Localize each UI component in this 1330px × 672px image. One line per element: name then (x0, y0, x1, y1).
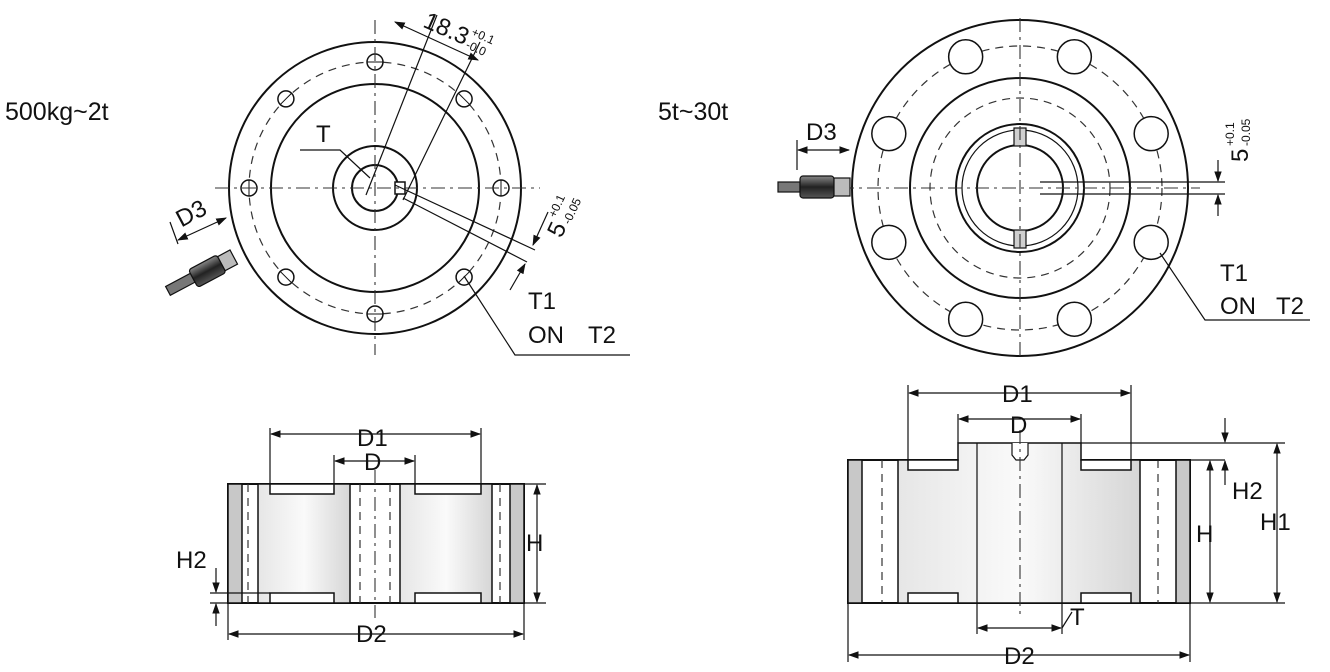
left-flange-section-left (227, 483, 243, 604)
right-flange-section-right (1175, 459, 1191, 604)
bolt-hole (947, 301, 984, 337)
svg-text:5: 5 (1227, 149, 1254, 162)
left-label-h: H (526, 530, 543, 557)
left-body-left (257, 483, 351, 604)
bolt-hole (1056, 39, 1093, 75)
left-body-right (399, 483, 493, 604)
right-cable (777, 175, 851, 199)
svg-text:-0.05: -0.05 (1239, 118, 1253, 146)
left-label-d: D (364, 449, 381, 476)
svg-text:18.3: 18.3 (419, 7, 473, 51)
left-note-t1: T1 (528, 288, 556, 315)
right-dim-5: 5 +0.1 -0.05 (1223, 118, 1254, 162)
left-label-t: T (316, 121, 331, 148)
right-label-h2: H2 (1232, 478, 1263, 505)
bolt-hole (871, 115, 907, 152)
svg-text:+0.1: +0.1 (1223, 122, 1237, 146)
right-label-d1: D1 (1002, 381, 1033, 408)
bolt-hole-mark (458, 92, 471, 105)
right-label-d3: D3 (806, 119, 837, 146)
bolt-hole (1056, 301, 1093, 337)
right-flange-section-left (847, 459, 863, 604)
right-label-h1: H1 (1260, 509, 1291, 536)
right-label-h: H (1196, 521, 1213, 548)
right-note-t2: T2 (1276, 293, 1304, 320)
left-side-view (210, 428, 546, 640)
bolt-hole-mark (279, 271, 292, 284)
right-range-label: 5t~30t (658, 98, 728, 126)
bolt-hole-mark (279, 92, 292, 105)
left-flange-section-right (509, 483, 525, 604)
right-side-view (847, 385, 1285, 662)
bolt-hole (1133, 115, 1169, 152)
bolt-hole (947, 39, 984, 75)
left-top-view (164, 14, 630, 356)
left-note-t2: T2 (588, 322, 616, 349)
right-label-d2: D2 (1004, 643, 1035, 670)
left-note-on: ON (528, 322, 564, 349)
left-range-label: 500kg~2t (5, 98, 109, 126)
left-dim-5: 5 +0.1 -0.05 (542, 192, 584, 241)
left-label-h2: H2 (176, 547, 207, 574)
right-bolt-holes (871, 39, 1169, 337)
bolt-hole (871, 224, 907, 261)
right-note-t1: T1 (1220, 260, 1248, 287)
right-bolt-circle (877, 45, 1163, 331)
bolt-hole (1133, 224, 1169, 261)
left-label-d2: D2 (356, 621, 387, 648)
left-label-d1: D1 (357, 425, 388, 452)
right-label-d: D (1010, 412, 1027, 439)
right-label-t: T (1070, 604, 1085, 631)
right-note-on: ON (1220, 293, 1256, 320)
left-bolt-holes (240, 53, 510, 323)
left-cable (164, 249, 239, 297)
right-top-view (777, 18, 1310, 360)
